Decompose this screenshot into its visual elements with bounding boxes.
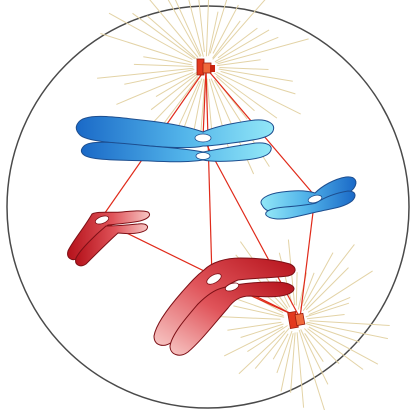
centromere: [195, 134, 211, 142]
centromere: [196, 153, 210, 160]
